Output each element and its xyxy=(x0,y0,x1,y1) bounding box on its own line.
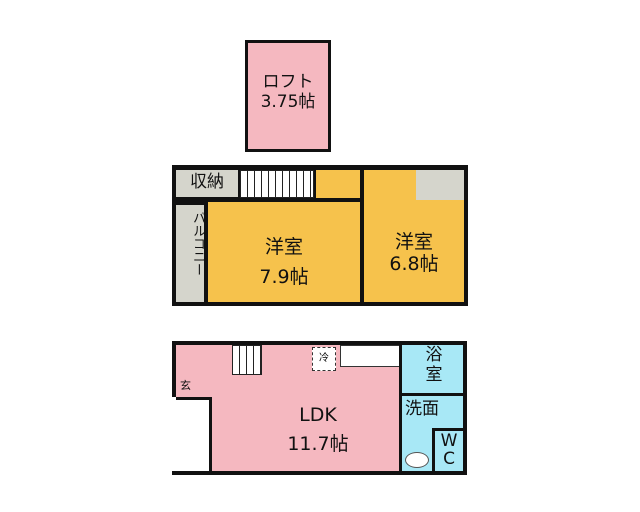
partition xyxy=(399,345,402,471)
ldk-label: LDK 11.7帖 xyxy=(236,401,400,460)
storage-label: 収納 xyxy=(190,172,224,192)
washroom-label: 洗面 xyxy=(405,399,439,419)
lower-floor-right-wall xyxy=(463,341,467,475)
balcony-label: バルコニー xyxy=(190,211,205,276)
room1-name: 洋室 xyxy=(264,236,303,258)
closet xyxy=(416,170,464,200)
kitchen-counter xyxy=(340,345,400,367)
ldk-room: 冷 玄 LDK 11.7帖 xyxy=(176,345,400,471)
stairs-upper xyxy=(240,170,314,198)
lower-floor-bottom-wall xyxy=(172,471,467,475)
room2-name: 洋室 xyxy=(394,231,433,253)
bathroom: 浴室 xyxy=(402,345,463,393)
fridge: 冷 xyxy=(312,347,336,371)
stairs-lower xyxy=(232,345,262,375)
toilet: WC xyxy=(432,428,463,471)
lower-floor-left-wall xyxy=(172,341,176,397)
ldk-size: 11.7帖 xyxy=(287,433,349,456)
western-room-2: 洋室 6.8帖 xyxy=(364,170,464,302)
room2-size: 6.8帖 xyxy=(389,252,439,275)
lower-floor xyxy=(172,341,467,345)
room1-size: 7.9帖 xyxy=(259,266,309,289)
loft-name: ロフト xyxy=(262,72,314,92)
loft-label: ロフト 3.75帖 xyxy=(248,72,328,112)
entrance-door-area xyxy=(176,397,212,471)
balcony: バルコニー xyxy=(176,205,205,302)
wc-label: WC xyxy=(440,431,458,469)
room2-label: 洋室 6.8帖 xyxy=(364,231,464,276)
sink-icon xyxy=(405,452,429,468)
loft-room: ロフト 3.75帖 xyxy=(245,40,331,152)
bath-wall xyxy=(402,393,463,396)
entrance-label: 玄 xyxy=(180,379,191,392)
hall-upper xyxy=(316,170,360,198)
western-room-1: 洋室 7.9帖 xyxy=(208,202,360,302)
loft-size: 3.75帖 xyxy=(260,91,316,112)
room1-label: 洋室 7.9帖 xyxy=(208,232,360,293)
storage: 収納 xyxy=(176,170,238,197)
ldk-name: LDK xyxy=(299,404,337,426)
bath-label: 浴室 xyxy=(425,345,443,385)
